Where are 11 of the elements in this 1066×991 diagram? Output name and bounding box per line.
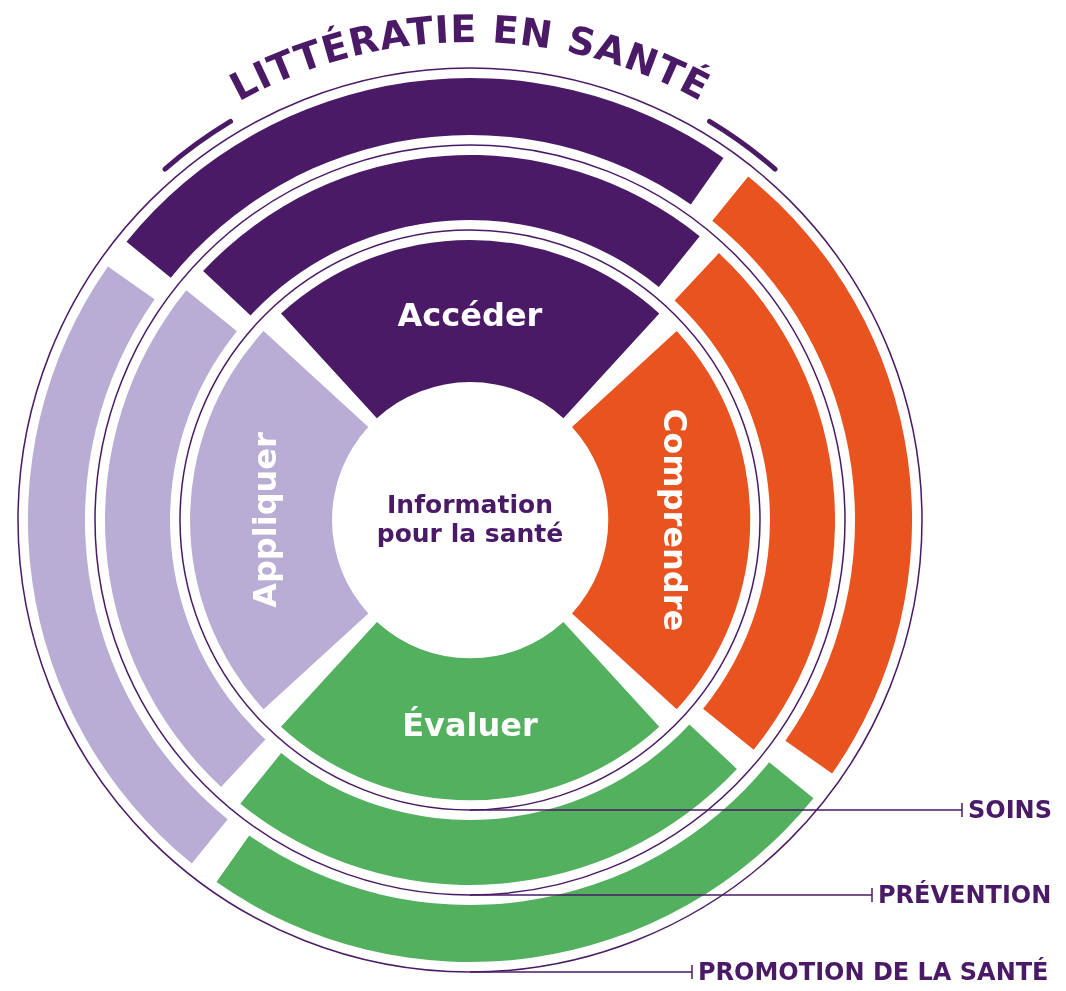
sector-label: Appliquer [246,432,284,608]
ring-label: PRÉVENTION [878,880,1052,910]
center-label: Information pour la santé [375,491,565,549]
leader-line [469,964,693,980]
leader-line [469,887,873,903]
sector-label: Comprendre [656,408,694,632]
ring-label: PROMOTION DE LA SANTÉ [698,957,1049,987]
leader-line [469,802,963,818]
sector-label: Accéder [397,296,543,334]
sector-label: Évaluer [402,706,538,744]
ring-label: SOINS [968,795,1052,825]
